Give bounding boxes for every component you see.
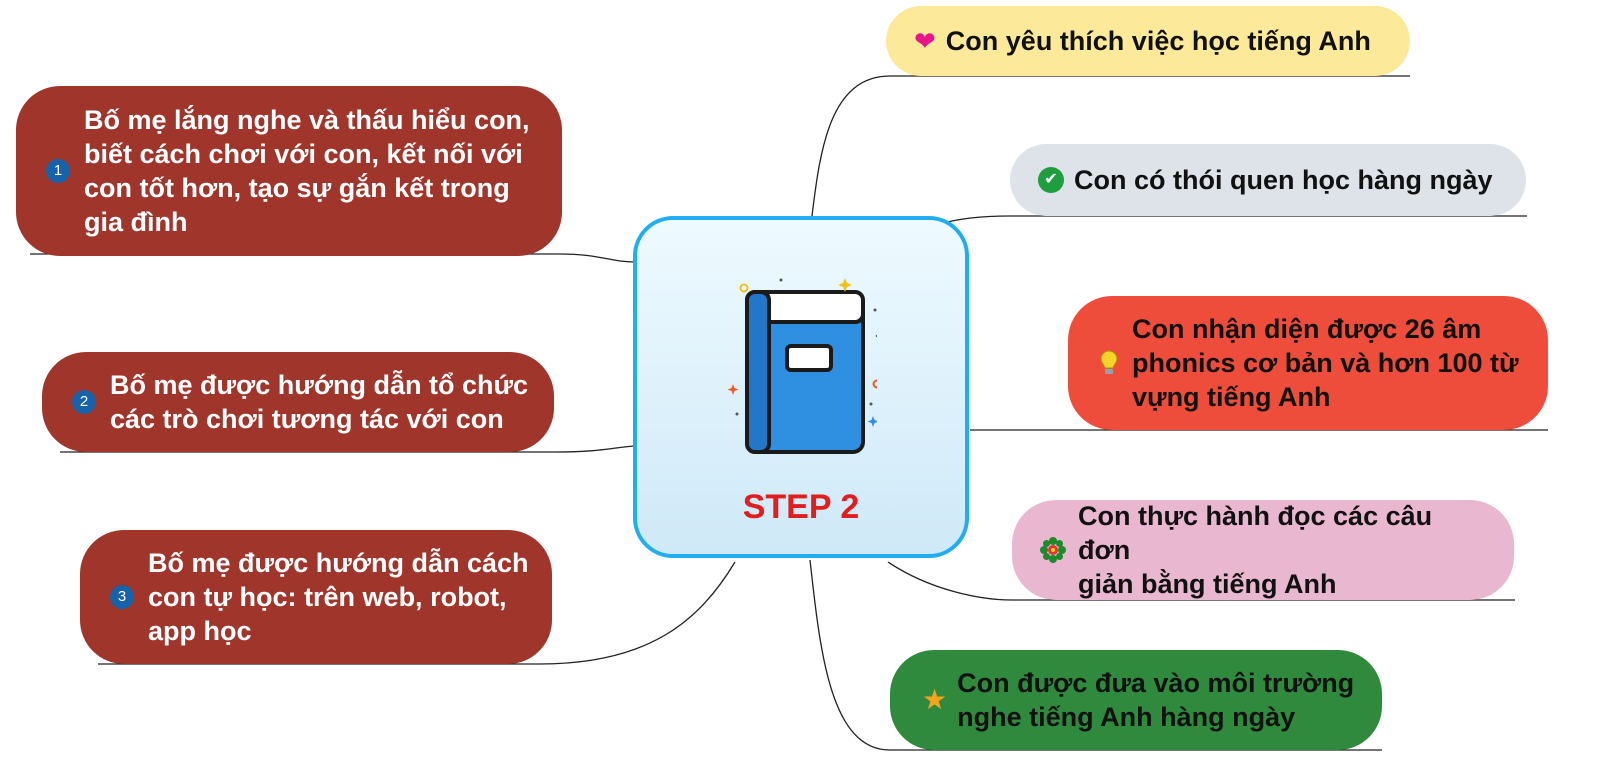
- number-1-icon: 1: [46, 159, 70, 183]
- book-icon: [727, 278, 877, 454]
- right-node-5[interactable]: ★ Con được đưa vào môi trường nghe tiếng…: [890, 650, 1382, 750]
- flower-icon: [1040, 537, 1066, 563]
- connector-left-3: [98, 561, 736, 665]
- right-node-2[interactable]: ✔ Con có thói quen học hàng ngày: [1010, 144, 1526, 216]
- left-node-1[interactable]: 1 Bố mẹ lắng nghe và thấu hiểu con, biết…: [16, 86, 562, 256]
- right-node-1[interactable]: ❤ Con yêu thích việc học tiếng Anh: [886, 6, 1410, 76]
- left-node-3[interactable]: 3 Bố mẹ được hướng dẫn cách con tự học: …: [80, 530, 552, 664]
- right-node-3[interactable]: Con nhận diện được 26 âm phonics cơ bản …: [1068, 296, 1548, 430]
- right-node-2-text: Con có thói quen học hàng ngày: [1074, 165, 1493, 195]
- right-node-4-text: Con thực hành đọc các câu đơn giản bằng …: [1078, 501, 1433, 599]
- left-node-2-text: Bố mẹ được hướng dẫn tổ chức các trò chơ…: [110, 370, 529, 434]
- center-node[interactable]: STEP 2: [633, 216, 969, 558]
- connector-right-4: [887, 561, 1515, 601]
- connector-right-2: [939, 215, 1527, 225]
- right-node-3-text: Con nhận diện được 26 âm phonics cơ bản …: [1132, 314, 1519, 412]
- right-node-4[interactable]: Con thực hành đọc các câu đơn giản bằng …: [1012, 500, 1514, 600]
- number-2-icon: 2: [72, 390, 96, 414]
- check-circle-icon: ✔: [1038, 167, 1064, 193]
- left-node-1-text: Bố mẹ lắng nghe và thấu hiểu con, biết c…: [84, 105, 530, 237]
- connector-left-1: [30, 253, 637, 263]
- left-node-2[interactable]: 2 Bố mẹ được hướng dẫn tổ chức các trò c…: [42, 352, 554, 452]
- left-node-3-text: Bố mẹ được hướng dẫn cách con tự học: tr…: [148, 548, 529, 646]
- star-icon: ★: [922, 684, 948, 715]
- heart-icon: ❤: [914, 26, 936, 56]
- connector-left-2: [60, 445, 635, 453]
- right-node-1-text: Con yêu thích việc học tiếng Anh: [945, 26, 1371, 56]
- center-title: STEP 2: [742, 488, 860, 526]
- number-3-icon: 3: [110, 585, 134, 609]
- right-node-5-text: Con được đưa vào môi trường nghe tiếng A…: [957, 668, 1355, 732]
- connector-right-5: [809, 559, 1382, 751]
- lightbulb-icon: [1100, 350, 1118, 376]
- connector-right-1: [811, 75, 1410, 217]
